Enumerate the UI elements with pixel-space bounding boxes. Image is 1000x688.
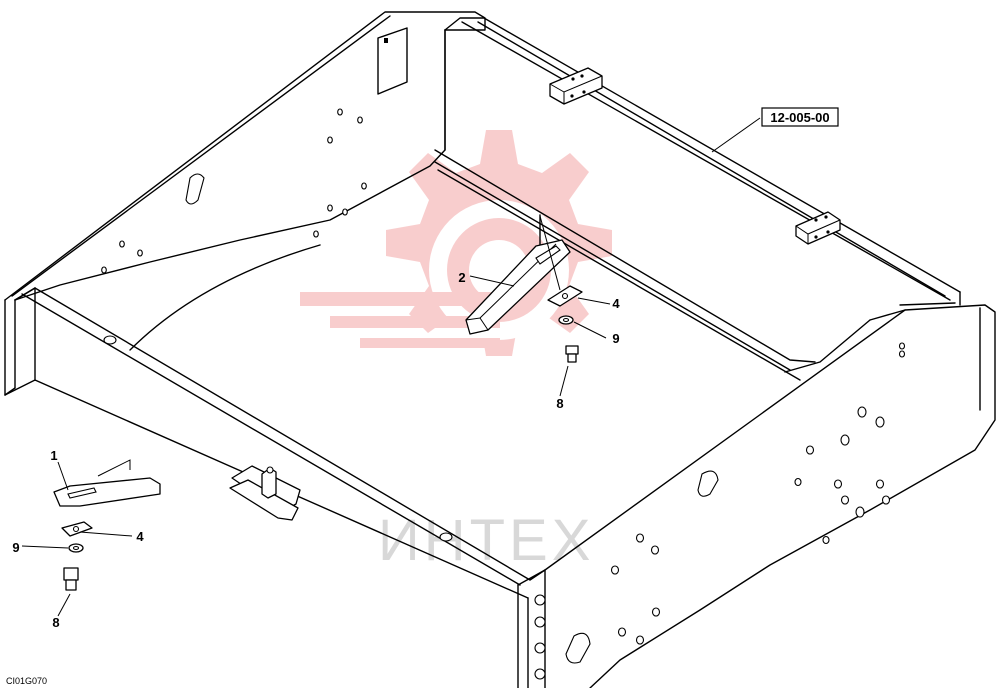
- callout-8-lower: 8: [52, 615, 59, 630]
- part-4-plate-upper: [547, 285, 583, 307]
- rail-clamp-upper: [549, 67, 603, 105]
- callout-8-upper: 8: [556, 396, 563, 411]
- callout-4-upper: 4: [612, 296, 620, 311]
- rear-panel: [434, 17, 961, 381]
- side-holes: [101, 108, 367, 274]
- part-8-bolt-lower: [63, 567, 79, 591]
- part-1-lower-bar: [53, 459, 161, 507]
- bolt-head-icon: [103, 335, 117, 345]
- front-beam: [4, 287, 546, 599]
- callout-4-lower: 4: [136, 529, 144, 544]
- drawing-code: CI01G070: [6, 676, 47, 686]
- callout-9-lower: 9: [12, 540, 19, 555]
- left-side-plate: [4, 11, 486, 396]
- side-slot-icon: [185, 173, 205, 205]
- reference-label: 12-005-00: [770, 110, 829, 125]
- right-side-plate: [517, 304, 996, 688]
- watermark-gear-logo: [300, 130, 612, 356]
- reference-box: [761, 107, 839, 127]
- rail-clamp-lower: [795, 211, 841, 245]
- bolt-head-icon: [439, 532, 453, 542]
- callout-1: 1: [50, 448, 57, 463]
- hinge-bracket: [229, 465, 301, 521]
- leader-lines: [21, 117, 761, 617]
- part-8-bolt-upper: [565, 345, 579, 363]
- bracket-hole-icon: [384, 38, 388, 43]
- right-plate-holes: [534, 342, 906, 680]
- callout-2: 2: [458, 270, 465, 285]
- watermark-text: ИНТЕХ: [378, 508, 594, 573]
- callout-9-upper: 9: [612, 331, 619, 346]
- part-4-plate-lower: [61, 521, 93, 537]
- part-2-slotted-bar: [465, 239, 571, 335]
